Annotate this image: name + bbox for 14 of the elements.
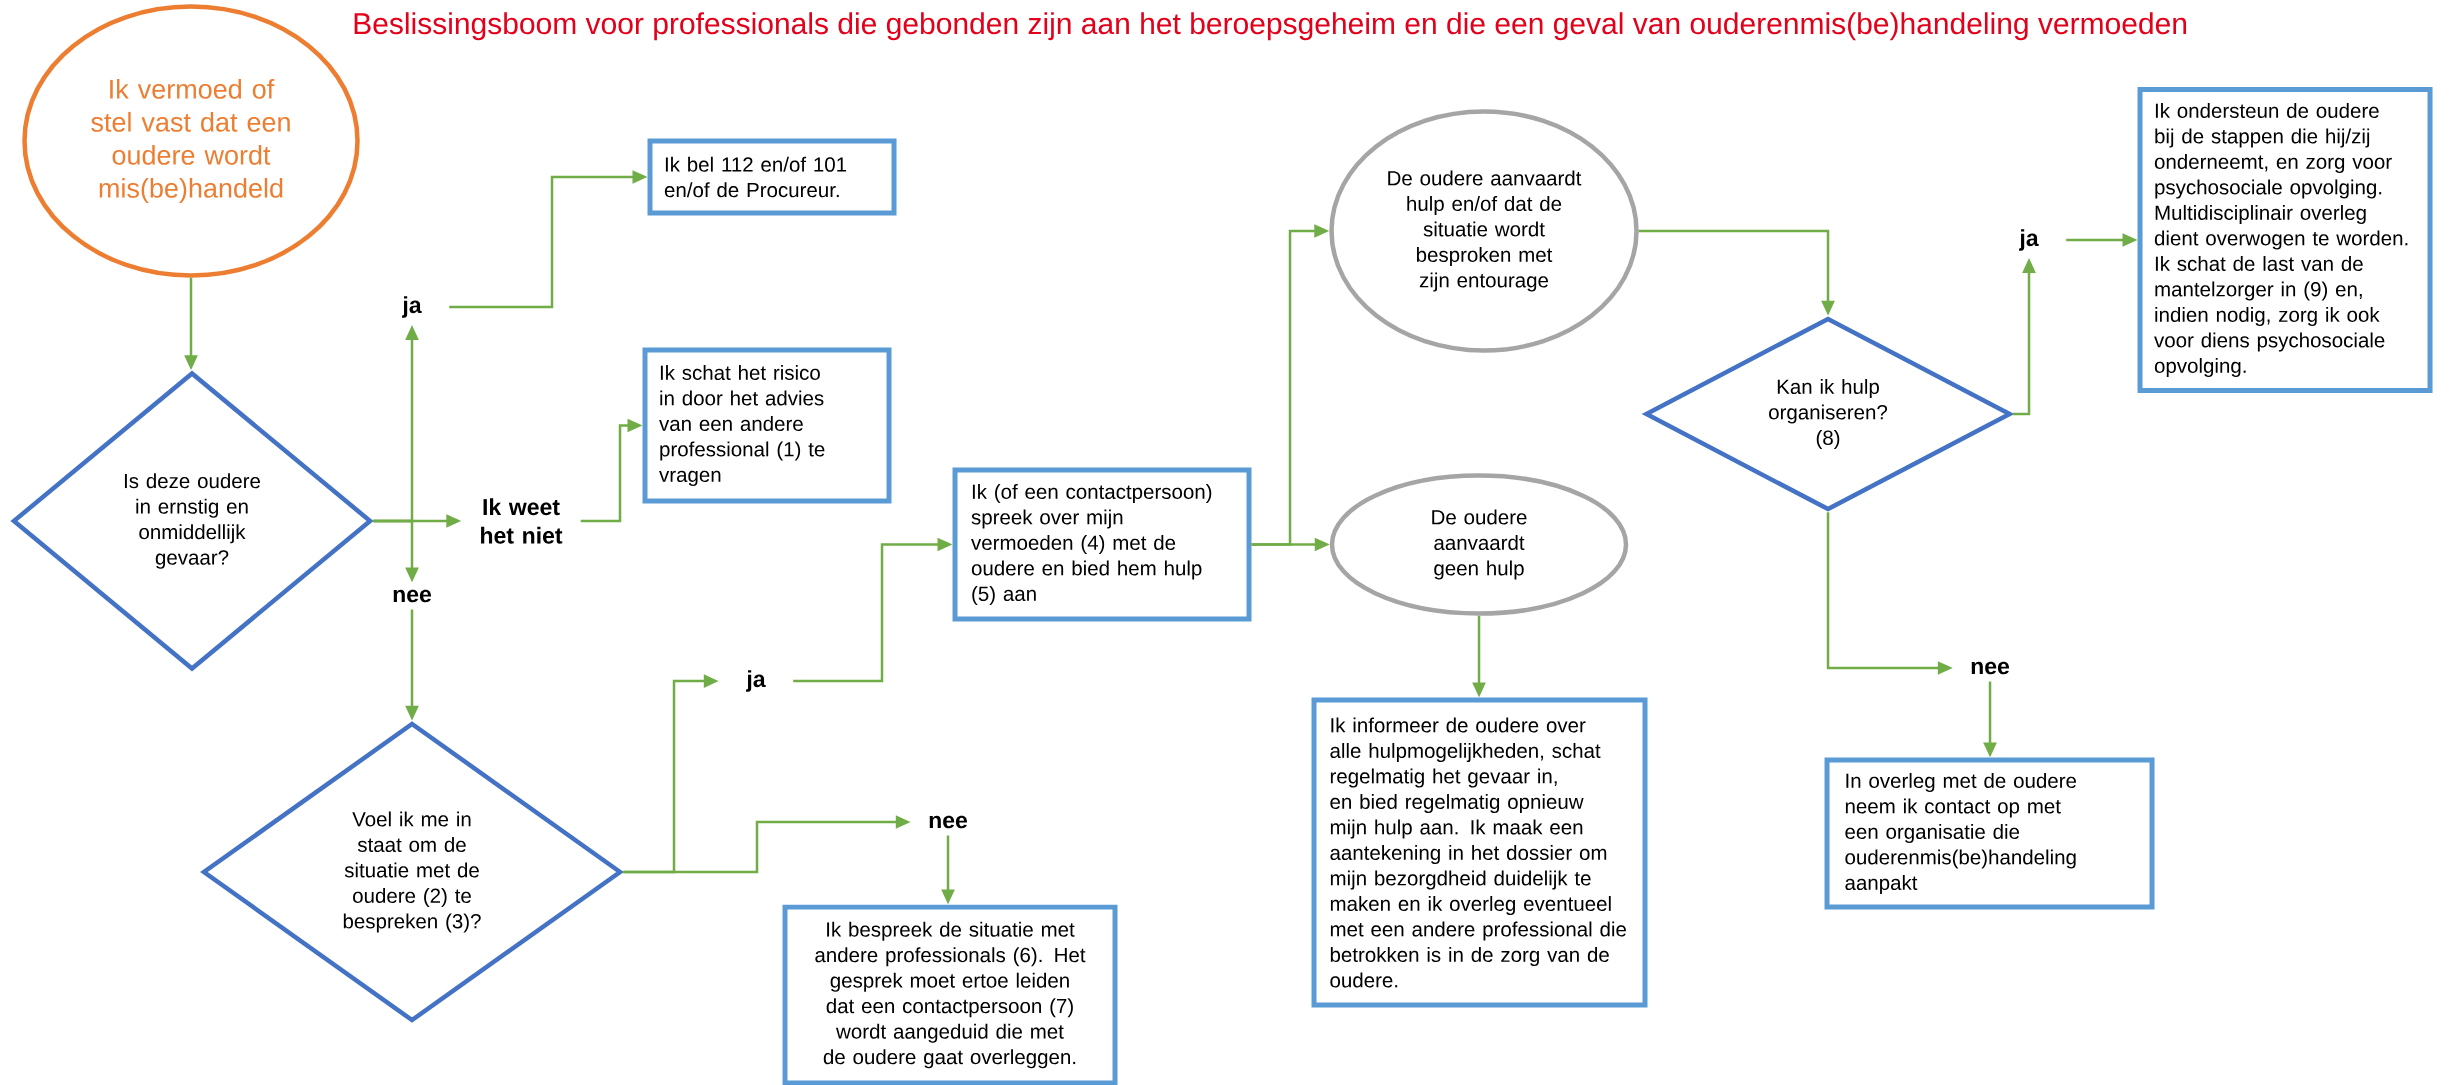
process-box: Ik ondersteun de oudere bij de stappen die hij/zij onderneemt, en zorg voor psychosociale opvolging. Multidisciplinair overleg dient overwogen te worden. Ik schat de last van de mantelzorger in (9) en, indien nodig, zorg ik ook voor diens psychosociale opvolging. bbox=[2137, 87, 2433, 393]
answer-label: ja bbox=[746, 670, 766, 692]
process-box: Ik bespreek de situatie met andere professionals (6). Het gesprek moet ertoe leiden dat een contactpersoon (7) wordt aangeduid die met de oudere gaat overleggen. bbox=[782, 904, 1118, 1085]
answer-label: ja bbox=[402, 296, 422, 318]
answer-label: nee bbox=[929, 815, 968, 829]
process-box: In overleg met de oudere neem ik contact op met een organisatie die ouderenmis(be)handeling aanpakt bbox=[1824, 757, 2155, 910]
answer-label: Ik weet het niet bbox=[481, 498, 563, 544]
process-box: Ik schat het risico in door het advies van een andere professional (1) te vragen bbox=[642, 347, 892, 504]
answer-label: nee bbox=[393, 589, 432, 603]
process-box: Ik (of een contactpersoon) spreek over mijn vermoeden (4) met de oudere en bied hem hulp (5) aan bbox=[952, 467, 1252, 622]
answer-label: ja bbox=[2019, 229, 2039, 251]
answer-label: nee bbox=[1971, 661, 2010, 675]
process-box: Ik informeer de oudere over alle hulpmogelijkheden, schat regelmatig het gevaar in, en bied regelmatig opnieuw mijn hulp aan. Ik maak een aantekening in het dossier om mijn bezorgdheid duidelijk te maken en ik overleg eventueel met een andere professional die betrokken is in de zorg van de oudere. bbox=[1311, 697, 1648, 1008]
process-box: Ik bel 112 en/of 101 en/of de Procureur. bbox=[647, 138, 897, 216]
